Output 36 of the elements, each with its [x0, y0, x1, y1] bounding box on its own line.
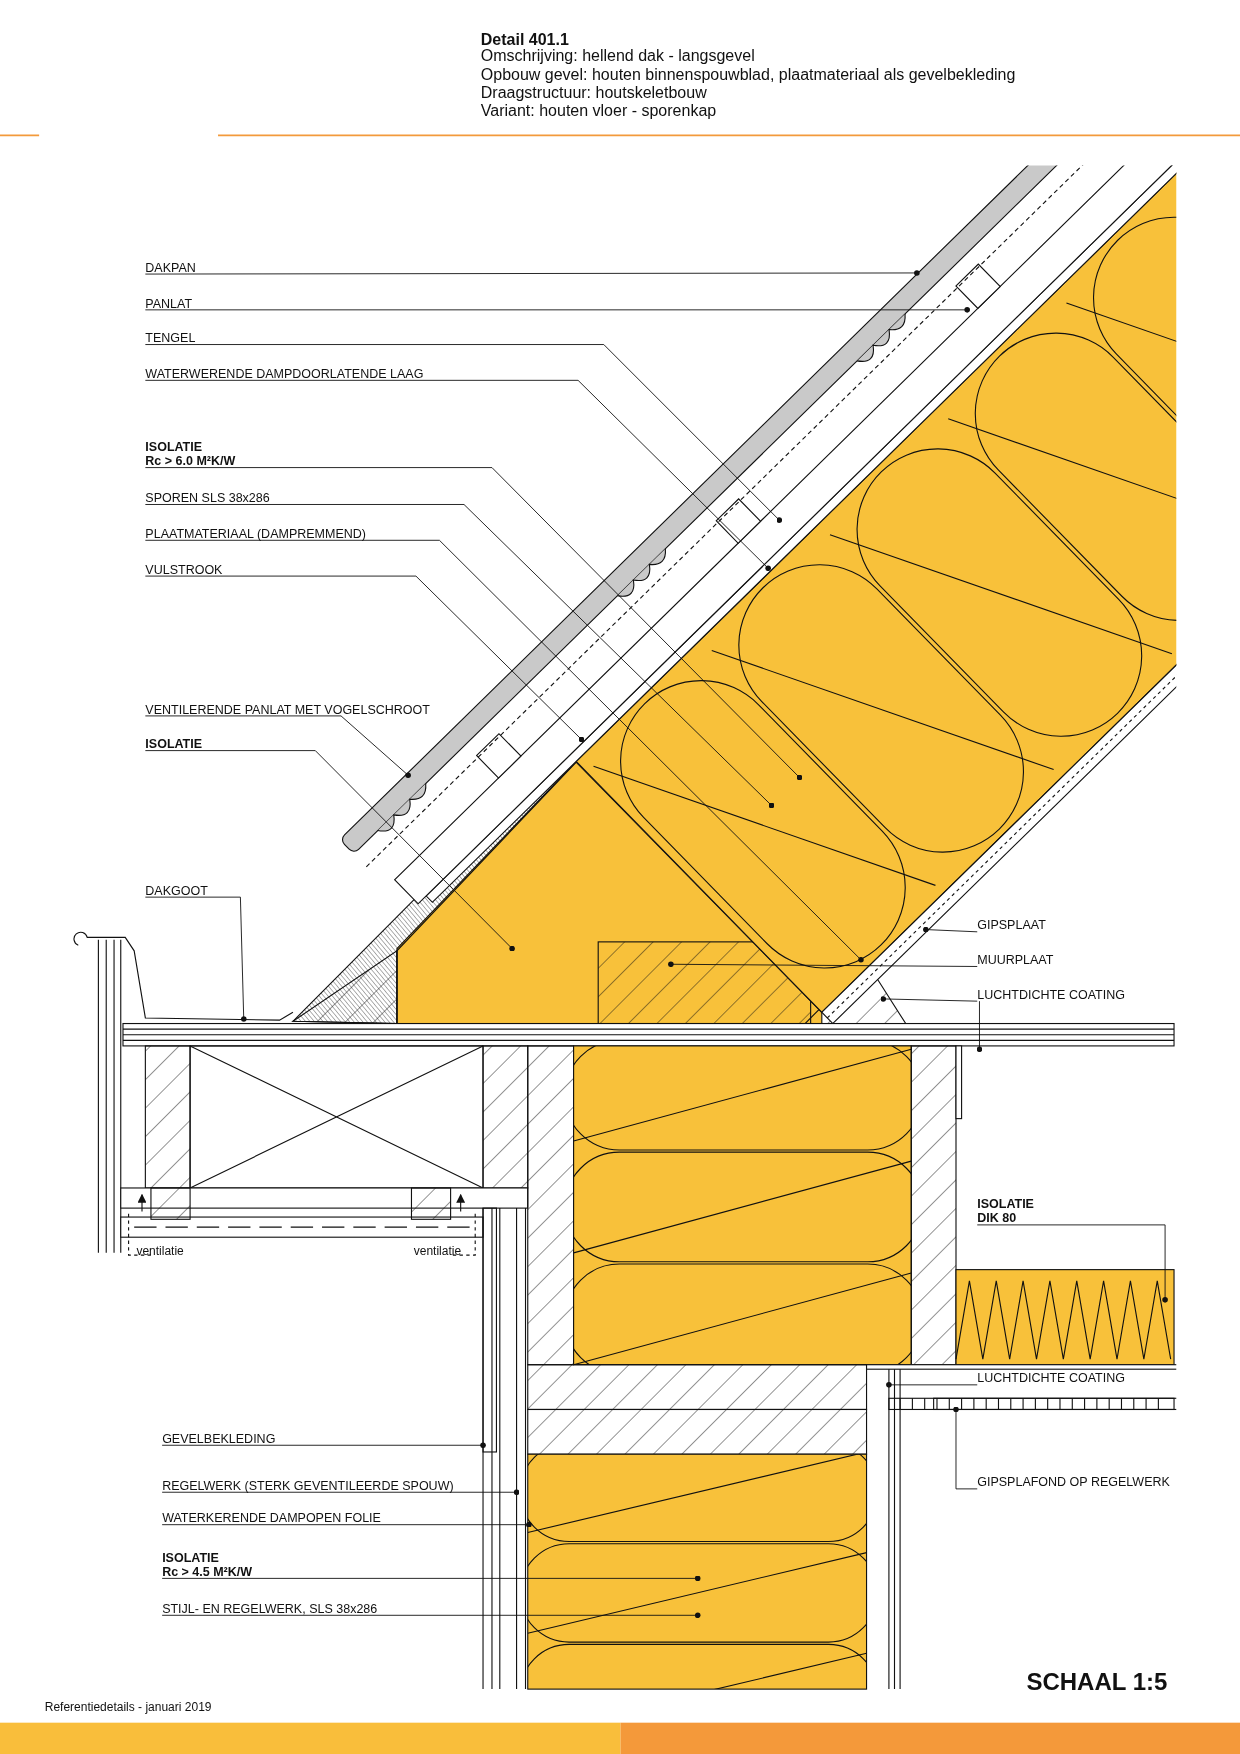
part-label: Rc > 6.0 M²K/W: [145, 454, 237, 469]
part-label: Rc > 4.5 M²K/W: [162, 1564, 254, 1579]
part-label: ISOLATIE: [162, 1550, 220, 1565]
part-label: DAKPAN: [145, 260, 198, 275]
part-label: WATERWERENDE DAMPDOORLATENDE LAAG: [145, 367, 426, 382]
part-label: LUCHTDICHTE COATING: [977, 1371, 1128, 1386]
part-label: WATERKERENDE DAMPOPEN FOLIE: [162, 1511, 384, 1525]
ventilation-label: ventilatie: [413, 1244, 462, 1259]
part-label: SPOREN SLS 38x286: [145, 491, 272, 506]
part-label: VENTILERENDE PANLAT MET VOGELSCHROOT: [145, 702, 433, 717]
scale-label: SCHAAL 1:5: [1026, 1668, 1168, 1697]
description-line: Omschrijving: hellend dak - langsgevel: [480, 46, 755, 65]
part-label: GIPSPLAAT: [977, 918, 1049, 933]
part-label: GEVELBEKLEDING: [162, 1431, 278, 1446]
footer-note: Referentiedetails - januari 2019: [44, 1699, 212, 1714]
part-label: TENGEL: [145, 331, 198, 346]
cladding-panel: [482, 1207, 497, 1453]
part-label: GIPSPLAFOND OP REGELWERK: [977, 1475, 1173, 1490]
part-label: LUCHTDICHTE COATING: [977, 987, 1128, 1002]
part-label: ISOLATIE: [977, 1197, 1035, 1212]
part-label: DIK 80: [977, 1211, 1018, 1226]
part-label: PLAATMATERIAAL (DAMPREMMEND): [145, 527, 369, 542]
description-line: Draagstructuur: houtskeletbouw: [480, 83, 707, 102]
detail-title: Detail 401.1: [480, 31, 569, 49]
part-label: STIJL- EN REGELWERK, SLS 38x286: [162, 1601, 380, 1616]
part-label: MUURPLAAT: [977, 953, 1056, 968]
part-label: ISOLATIE: [145, 440, 204, 455]
part-label: REGELWERK (STERK GEVENTILEERDE SPOUW): [162, 1478, 456, 1493]
part-label: PANLAT: [145, 296, 195, 311]
description-line: Opbouw gevel: houten binnenspouwblad, plaatmateriaal als gevelbekleding: [480, 65, 1016, 84]
ventilation-label: ventilatie: [136, 1244, 184, 1259]
ceiling-board: [933, 1397, 1175, 1410]
part-label: VULSTROOK: [145, 562, 225, 577]
part-label: ISOLATIE: [145, 737, 205, 752]
description-line: Variant: houten vloer - sporenkap: [480, 101, 717, 120]
part-label: DAKGOOT: [145, 883, 211, 898]
